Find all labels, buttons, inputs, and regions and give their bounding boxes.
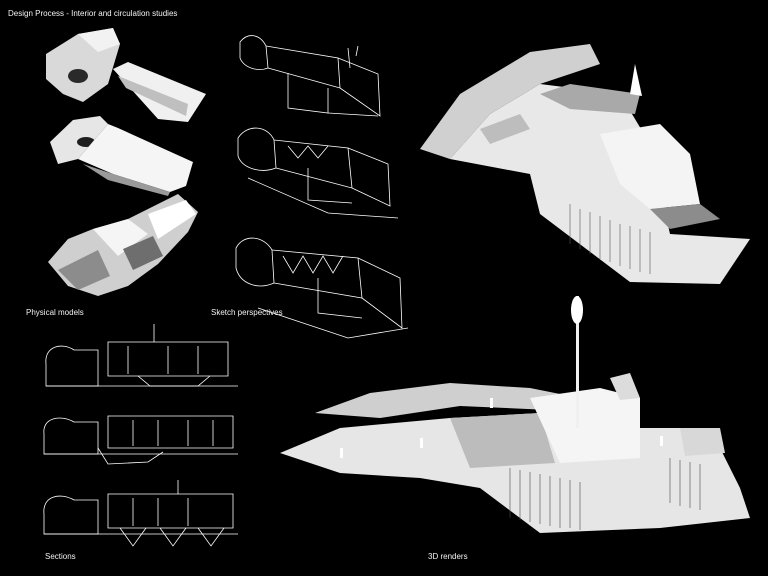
- sketch-2: [237, 127, 399, 219]
- sketch-perspectives-panel: [228, 28, 418, 348]
- caption-sketch-perspectives: Sketch perspectives: [211, 308, 283, 317]
- physical-model-2: [50, 116, 193, 196]
- physical-model-1: [46, 28, 206, 122]
- caption-3d-renders: 3D renders: [428, 552, 468, 561]
- section-1: [45, 324, 238, 387]
- caption-physical-models: Physical models: [26, 308, 84, 317]
- sections-panel: [38, 324, 243, 550]
- render-aerial-bottom: [280, 288, 760, 548]
- render-aerial-top: [420, 34, 764, 284]
- section-2: [43, 415, 238, 465]
- caption-sections: Sections: [45, 552, 76, 561]
- sheet-title: Design Process - Interior and circulatio…: [8, 9, 178, 18]
- sketch-3: [235, 237, 409, 339]
- physical-model-3: [48, 194, 198, 296]
- section-3: [43, 480, 238, 547]
- physical-models-panel: [38, 24, 213, 309]
- sketch-1: [239, 35, 381, 117]
